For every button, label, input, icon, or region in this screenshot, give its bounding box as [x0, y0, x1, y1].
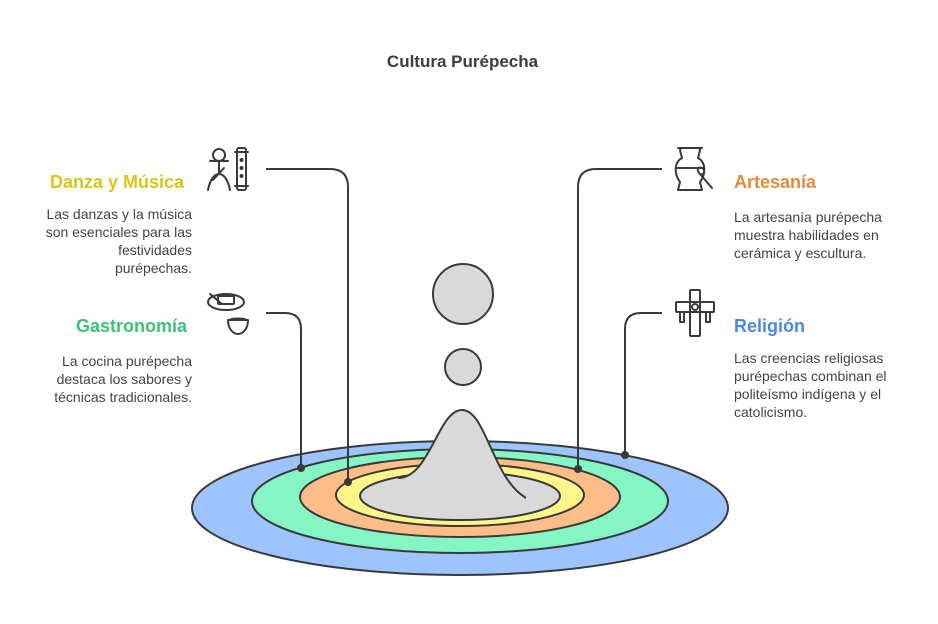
desc-religion-line: purépechas combinan el [734, 368, 887, 384]
connector-danza [266, 168, 349, 482]
connector-artesania [577, 168, 662, 469]
desc-danza-line: purépechas. [114, 260, 192, 276]
desc-gastronomia-line: técnicas tradicionales. [54, 389, 192, 405]
droplet-large [432, 263, 494, 325]
desc-artesania-line: muestra habilidades en [734, 227, 879, 243]
desc-religion-line: catolicismo. [734, 404, 808, 420]
cross-icon [675, 289, 715, 337]
desc-artesania-line: cerámica y escultura. [734, 245, 867, 261]
connector-dot-artesania [574, 465, 582, 473]
droplet-small [444, 348, 482, 386]
desc-gastronomia-line: destaca los sabores y [56, 371, 192, 387]
heading-danza: Danza y Música [50, 172, 185, 192]
heading-artesania: Artesanía [734, 172, 817, 192]
connector-dot-gastronomia [297, 464, 305, 472]
connector-gastronomia [266, 312, 302, 468]
heading-gastronomia: Gastronomía [76, 316, 188, 336]
splash-peak [398, 410, 526, 514]
desc-danza-line: Las danzas y la música [46, 206, 192, 222]
diagram-title: Cultura Purépecha [386, 52, 539, 71]
desc-danza-line: son esenciales para las [45, 224, 192, 240]
food-bowl-icon [207, 293, 249, 335]
connector-dot-religion [621, 451, 629, 459]
vase-brush-icon [674, 147, 713, 191]
splash-outline [397, 408, 527, 499]
desc-gastronomia-line: La cocina purépecha [62, 353, 192, 369]
desc-danza-line: festividades [118, 242, 192, 258]
heading-religion: Religión [734, 316, 805, 336]
dancer-flute-icon [207, 147, 249, 191]
connector-religion [624, 312, 662, 455]
desc-religion-line: Las creencias religiosas [734, 350, 884, 366]
desc-danza: Las danzas y la música son esenciales pa… [0, 205, 192, 277]
desc-religion: Las creencias religiosas purépechas comb… [734, 349, 934, 421]
desc-religion-line: politeísmo indígena y el [734, 386, 882, 402]
desc-artesania: La artesanía purépecha muestra habilidad… [734, 208, 934, 262]
desc-artesania-line: La artesanía purépecha [734, 209, 882, 225]
desc-gastronomia: La cocina purépecha destaca los sabores … [0, 352, 192, 406]
connector-dot-danza [344, 478, 352, 486]
